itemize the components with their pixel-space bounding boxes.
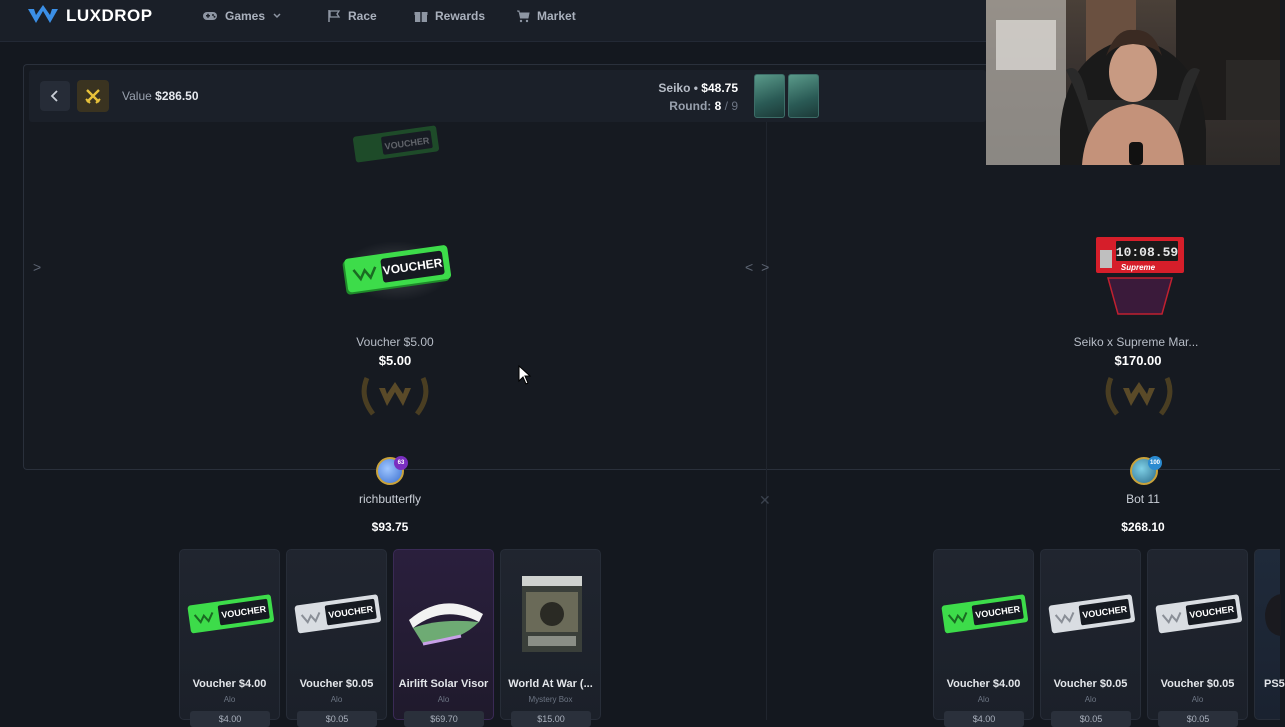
item-source: Alo bbox=[977, 695, 990, 704]
nav-games[interactable]: Games bbox=[202, 8, 282, 24]
spinner-marker-left: > bbox=[33, 259, 42, 275]
item-price: $15.00 bbox=[511, 711, 591, 727]
case-thumb[interactable] bbox=[754, 74, 785, 118]
round-total: / 9 bbox=[724, 99, 738, 113]
case-price: $48.75 bbox=[701, 81, 738, 95]
round-indicator: Round: 8 / 9 bbox=[669, 99, 738, 113]
webcam-overlay bbox=[986, 0, 1280, 165]
nav-games-label: Games bbox=[225, 9, 266, 23]
voucher-image: VOUCHER bbox=[1048, 594, 1136, 634]
item-card[interactable]: PS5 bbox=[1254, 549, 1285, 720]
round-current: 8 bbox=[714, 99, 722, 113]
streamer-webcam-image bbox=[986, 0, 1280, 165]
drop-name-right: Seiko x Supreme Mar... bbox=[1073, 335, 1199, 349]
nav-rewards[interactable]: Rewards bbox=[414, 8, 485, 24]
player-name-right[interactable]: Bot 11 bbox=[1126, 492, 1160, 506]
item-name: Voucher $4.00 bbox=[192, 678, 267, 690]
item-name: Airlift Solar Visor bbox=[398, 678, 489, 690]
level-badge: 100 bbox=[1148, 456, 1162, 470]
item-price: $0.05 bbox=[1158, 711, 1238, 727]
item-card[interactable]: VOUCHER Voucher $4.00 Alo $4.00 bbox=[933, 549, 1034, 727]
item-price: $0.05 bbox=[1051, 711, 1131, 727]
battle-divider bbox=[766, 122, 767, 720]
voucher-image: VOUCHER bbox=[1155, 594, 1243, 634]
back-button[interactable] bbox=[40, 81, 70, 111]
item-price: $4.00 bbox=[190, 711, 270, 727]
spinner-marker-center: < > bbox=[745, 259, 772, 275]
item-source: Mystery Box bbox=[528, 695, 573, 704]
versus-icon: ✕ bbox=[759, 492, 771, 508]
item-source: Alo bbox=[1191, 695, 1204, 704]
voucher-ghost-image: VOUCHER bbox=[352, 125, 440, 163]
battle-mode-button[interactable] bbox=[77, 80, 109, 112]
flag-icon bbox=[328, 10, 341, 22]
case-name: Seiko bbox=[658, 81, 691, 95]
voucher-image: VOUCHER bbox=[294, 594, 382, 634]
nav-market[interactable]: Market bbox=[516, 8, 576, 24]
gift-icon bbox=[414, 12, 428, 22]
item-card[interactable]: VOUCHER Voucher $0.05 Alo $0.05 bbox=[1040, 549, 1141, 727]
drop-price-left: $5.00 bbox=[378, 353, 412, 368]
battle-header bbox=[29, 70, 986, 122]
controller-image bbox=[1265, 594, 1281, 636]
item-source: Alo bbox=[1084, 695, 1097, 704]
item-source: Alo bbox=[437, 695, 450, 704]
game-cover-image bbox=[522, 576, 582, 652]
item-name: PS5 bbox=[1264, 678, 1285, 690]
luxdrop-logo-icon bbox=[28, 5, 58, 23]
level-badge: 63 bbox=[394, 456, 408, 470]
item-card[interactable]: VOUCHER Voucher $0.05 Alo $0.05 bbox=[286, 549, 387, 727]
player-total-left: $93.75 bbox=[371, 520, 409, 534]
nav-race[interactable]: Race bbox=[327, 8, 377, 24]
round-label: Round: bbox=[669, 99, 712, 113]
voucher-drop-image: VOUCHER bbox=[342, 241, 452, 301]
luxdrop-logo[interactable]: LUXDROP bbox=[26, 4, 153, 28]
cart-icon bbox=[517, 10, 530, 23]
laurel-icon bbox=[361, 376, 429, 416]
crossed-swords-icon bbox=[85, 89, 101, 104]
gamepad-icon bbox=[203, 12, 217, 20]
item-name: Voucher $4.00 bbox=[946, 678, 1021, 690]
current-case: Seiko • $48.75 bbox=[658, 81, 738, 95]
avatar[interactable] bbox=[376, 457, 404, 485]
chevron-down-icon bbox=[273, 13, 281, 19]
player-total-right: $268.10 bbox=[1121, 520, 1165, 534]
item-name: Voucher $0.05 bbox=[1160, 678, 1235, 690]
item-card[interactable]: World At War (... Mystery Box $15.00 bbox=[500, 549, 601, 727]
laurel-icon bbox=[1105, 376, 1173, 416]
seiko-watch-image: 10:08.59 Supreme bbox=[1096, 237, 1184, 315]
item-card[interactable]: Airlift Solar Visor Alo $69.70 bbox=[393, 549, 494, 727]
item-source: Alo bbox=[223, 695, 236, 704]
drop-name-left: Voucher $5.00 bbox=[356, 335, 434, 349]
item-price: $0.05 bbox=[297, 711, 377, 727]
visor-image bbox=[409, 603, 483, 646]
item-name: Voucher $0.05 bbox=[299, 678, 374, 690]
nav-race-label: Race bbox=[348, 9, 377, 23]
logo-text: LUXDROP bbox=[66, 6, 153, 25]
svg-text:Supreme: Supreme bbox=[1121, 263, 1156, 272]
svg-text:10:08.59: 10:08.59 bbox=[1116, 245, 1179, 260]
case-thumb[interactable] bbox=[788, 74, 819, 118]
value-label-text: Value bbox=[122, 89, 152, 103]
voucher-image: VOUCHER bbox=[941, 594, 1029, 634]
nav-rewards-label: Rewards bbox=[435, 9, 486, 23]
item-card[interactable]: VOUCHER Voucher $4.00 Alo $4.00 bbox=[179, 549, 280, 727]
item-price: $69.70 bbox=[404, 711, 484, 727]
chevron-left-icon bbox=[50, 90, 58, 102]
mouse-cursor-icon bbox=[518, 364, 532, 385]
nav-market-label: Market bbox=[537, 9, 576, 23]
item-source: Alo bbox=[330, 695, 343, 704]
item-name: World At War (... bbox=[508, 678, 593, 690]
voucher-image: VOUCHER bbox=[187, 594, 275, 634]
item-name: Voucher $0.05 bbox=[1053, 678, 1128, 690]
item-price: $4.00 bbox=[944, 711, 1024, 727]
player-name-left[interactable]: richbutterfly bbox=[358, 492, 422, 506]
value-amount: $286.50 bbox=[155, 89, 199, 103]
drop-price-right: $170.00 bbox=[1114, 353, 1162, 368]
item-card[interactable]: VOUCHER Voucher $0.05 Alo $0.05 bbox=[1147, 549, 1248, 727]
battle-value: Value $286.50 bbox=[122, 89, 199, 103]
